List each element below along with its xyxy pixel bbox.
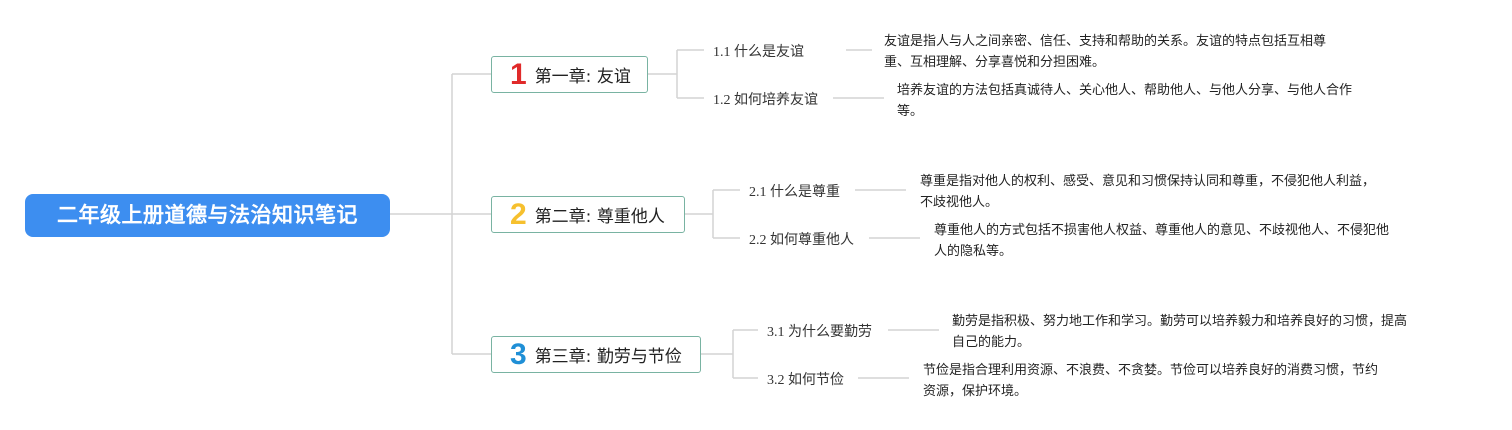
- topic-description-2-2: 尊重他人的方式包括不损害他人权益、尊重他人的意见、不歧视他人、不侵犯他 人的隐私…: [934, 223, 1390, 259]
- topic-node-2-1[interactable]: 2.1 什么是尊重: [749, 185, 840, 200]
- chapter-title: 第三章: 勤劳与节俭: [534, 347, 682, 367]
- chapter-node-1[interactable]: 1 第一章: 友谊: [491, 56, 648, 93]
- chapter-number-icon: 2: [510, 197, 527, 231]
- topic-node-3-1[interactable]: 3.1 为什么要勤劳: [767, 325, 872, 340]
- topic-node-1-2[interactable]: 1.2 如何培养友谊: [713, 93, 818, 108]
- topic-description-1-2: 培养友谊的方法包括真诚待人、关心他人、帮助他人、与他人分享、与他人合作 等。: [897, 83, 1353, 119]
- chapter-1-branch-line: [648, 49, 704, 99]
- chapter-3-branch-line: [701, 329, 758, 379]
- chapter-title: 第二章: 尊重他人: [534, 207, 665, 227]
- topic-description-3-2: 节俭是指合理利用资源、不浪费、不贪婪。节俭可以培养良好的消费习惯，节约 资源，保…: [923, 363, 1379, 399]
- topic-description-2-1: 尊重是指对他人的权利、感受、意见和习惯保持认同和尊重，不侵犯他人利益， 不歧视他…: [920, 174, 1376, 210]
- root-trunk-line: [390, 73, 491, 355]
- chapter-title: 第一章: 友谊: [534, 67, 631, 87]
- root-title: 二年级上册道德与法治知识笔记: [57, 203, 358, 227]
- topic-description-3-1: 勤劳是指积极、努力地工作和学习。勤劳可以培养毅力和培养良好的习惯，提高 自己的能…: [952, 314, 1408, 350]
- topic-node-2-2[interactable]: 2.2 如何尊重他人: [749, 233, 854, 248]
- topic-description-1-1: 友谊是指人与人之间亲密、信任、支持和帮助的关系。友谊的特点包括互相尊 重、互相理…: [884, 34, 1327, 70]
- topic-node-3-2[interactable]: 3.2 如何节俭: [767, 373, 844, 388]
- chapter-2-branch-line: [685, 189, 740, 239]
- chapter-node-3[interactable]: 3 第三章: 勤劳与节俭: [491, 336, 701, 373]
- chapter-node-2[interactable]: 2 第二章: 尊重他人: [491, 196, 685, 233]
- topic-node-1-1[interactable]: 1.1 什么是友谊: [713, 45, 804, 60]
- chapter-number-icon: 3: [510, 337, 527, 371]
- chapter-number-icon: 1: [510, 57, 527, 91]
- root-node[interactable]: 二年级上册道德与法治知识笔记: [25, 194, 390, 237]
